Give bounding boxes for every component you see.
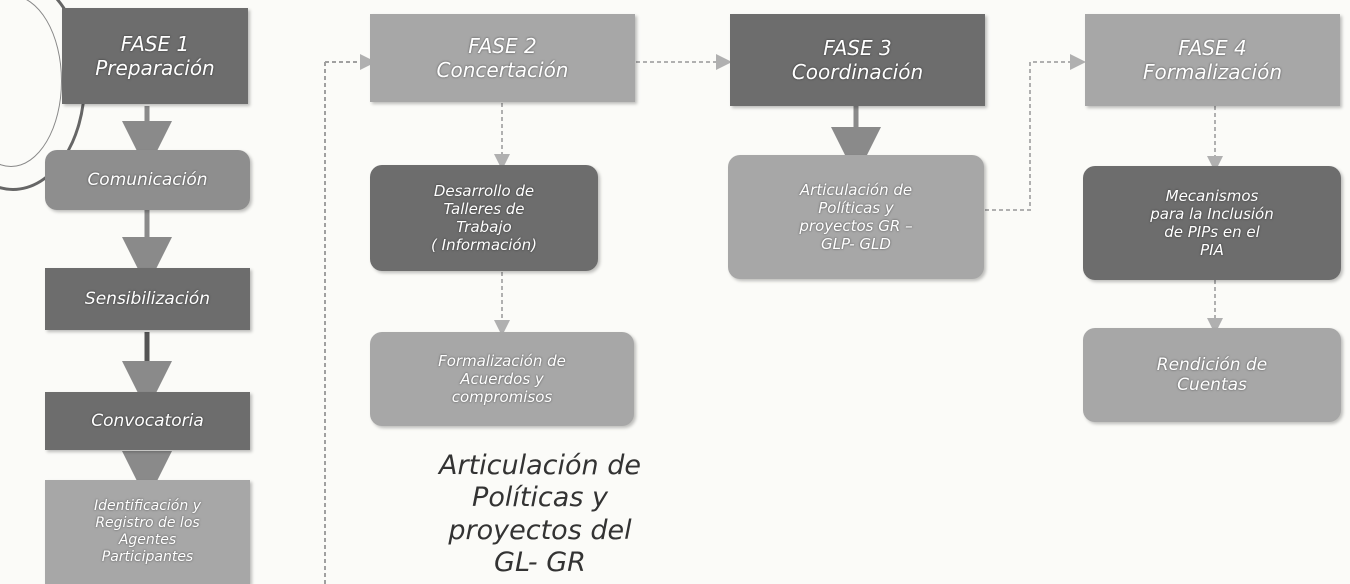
- caption-text: Articulación de Políticas y proyectos de…: [439, 450, 641, 579]
- talleres-box: Desarrollo de Talleres de Trabajo ( Info…: [370, 165, 598, 271]
- inclusion-label: Mecanismos para la Inclusión de PIPs en …: [1150, 187, 1274, 259]
- arrow-articulacion-f4: [985, 54, 1086, 211]
- rendicion-label: Rendición de Cuentas: [1156, 354, 1268, 395]
- fase-4-box: FASE 4 Formalización: [1085, 14, 1340, 106]
- fase-2-label: FASE 2 Concertación: [436, 34, 569, 82]
- inclusion-box: Mecanismos para la Inclusión de PIPs en …: [1083, 166, 1341, 280]
- rendicion-box: Rendición de Cuentas: [1083, 328, 1341, 422]
- fase-3-label: FASE 3 Coordinación: [791, 36, 924, 84]
- articulacion-label: Articulación de Políticas y proyectos GR…: [799, 181, 913, 253]
- formalizacion-acuerdos-box: Formalización de Acuerdos y compromisos: [370, 332, 634, 426]
- fase-3-box: FASE 3 Coordinación: [730, 14, 985, 106]
- identificacion-label: Identificación y Registro de los Agentes…: [94, 498, 201, 565]
- articulacion-box: Articulación de Políticas y proyectos GR…: [728, 155, 984, 279]
- sensibilizacion-box: Sensibilización: [45, 268, 250, 330]
- fase-2-box: FASE 2 Concertación: [370, 14, 635, 102]
- comunicacion-label: Comunicación: [87, 169, 208, 190]
- sensibilizacion-label: Sensibilización: [84, 288, 211, 309]
- convocatoria-box: Convocatoria: [45, 392, 250, 450]
- talleres-label: Desarrollo de Talleres de Trabajo ( Info…: [431, 182, 537, 254]
- fase-4-label: FASE 4 Formalización: [1142, 36, 1283, 84]
- fase-1-label: FASE 1 Preparación: [95, 32, 215, 80]
- fase-1-box: FASE 1 Preparación: [62, 8, 248, 104]
- formalizacion-acuerdos-label: Formalización de Acuerdos y compromisos: [438, 352, 566, 406]
- convocatoria-label: Convocatoria: [91, 410, 204, 431]
- identificacion-box: Identificación y Registro de los Agentes…: [45, 480, 250, 584]
- comunicacion-box: Comunicación: [45, 150, 250, 210]
